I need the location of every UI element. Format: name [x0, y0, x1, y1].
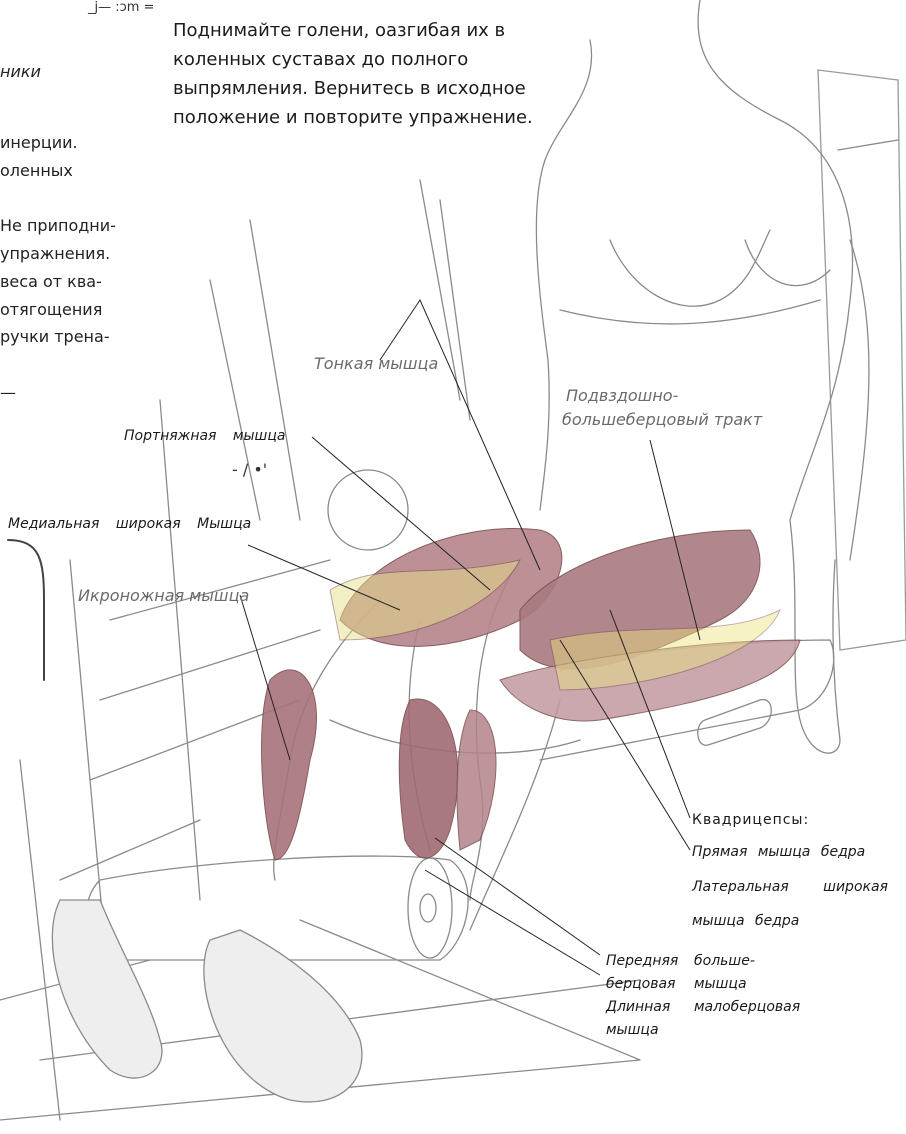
- label-kvadricepsy: Квадрицепсы:: [692, 812, 809, 828]
- label-lateralnaya-2: мышца бедра: [692, 913, 799, 929]
- label-tonkaya: Тонкая мышца: [314, 354, 438, 373]
- label-medialnaya: Медиальная широкая Мышца: [8, 516, 251, 532]
- label-ikronozhnaya: Икроножная мышца: [78, 586, 249, 605]
- label-perednyaya-1b: больше-: [694, 953, 755, 969]
- left-fragment: веса от ква-: [0, 272, 102, 291]
- left-fragment: упражнения.: [0, 244, 110, 263]
- left-fragment: ники: [0, 62, 41, 81]
- label-podvzdoshno-2: большеберцовый тракт: [562, 410, 762, 429]
- stray-mark: - / •': [232, 460, 267, 479]
- instruction-line: Поднимайте голени, оазгибая их в: [173, 16, 573, 45]
- label-perednyaya-2b: мышца: [694, 976, 747, 992]
- instruction-text: Поднимайте голени, оазгибая их в коленны…: [173, 16, 573, 132]
- header-artifact: _j— ꞉ɔm =: [88, 0, 154, 15]
- label-dlinnaya-2: мышца: [606, 1022, 659, 1038]
- left-fragment: —: [0, 383, 16, 402]
- left-fragment: инерции.: [0, 133, 78, 152]
- instruction-line: коленных суставах до полного: [173, 45, 573, 74]
- instruction-line: выпрямления. Вернитесь в исходное: [173, 74, 573, 103]
- label-lateralnaya: Латеральная широкая: [692, 879, 888, 895]
- left-fragment: оленных: [0, 161, 73, 180]
- label-perednyaya-1a: Передняя: [606, 953, 678, 969]
- label-portnyazhnaya: Портняжная мышца: [124, 428, 285, 444]
- left-fragment: Не приподни-: [0, 216, 116, 235]
- left-fragment: отягощения: [0, 300, 102, 319]
- label-podvzdoshno-1: Подвздошно-: [566, 386, 678, 405]
- left-fragment: ручки трена-: [0, 327, 110, 346]
- instruction-line: положение и повторите упражнение.: [173, 103, 573, 132]
- label-perednyaya-2a: берцовая: [606, 976, 675, 992]
- label-dlinnaya-1b: малоберцовая: [694, 999, 800, 1015]
- label-pryamaya: Прямая мышца бедра: [692, 844, 865, 860]
- label-dlinnaya-1a: Длинная: [606, 999, 670, 1015]
